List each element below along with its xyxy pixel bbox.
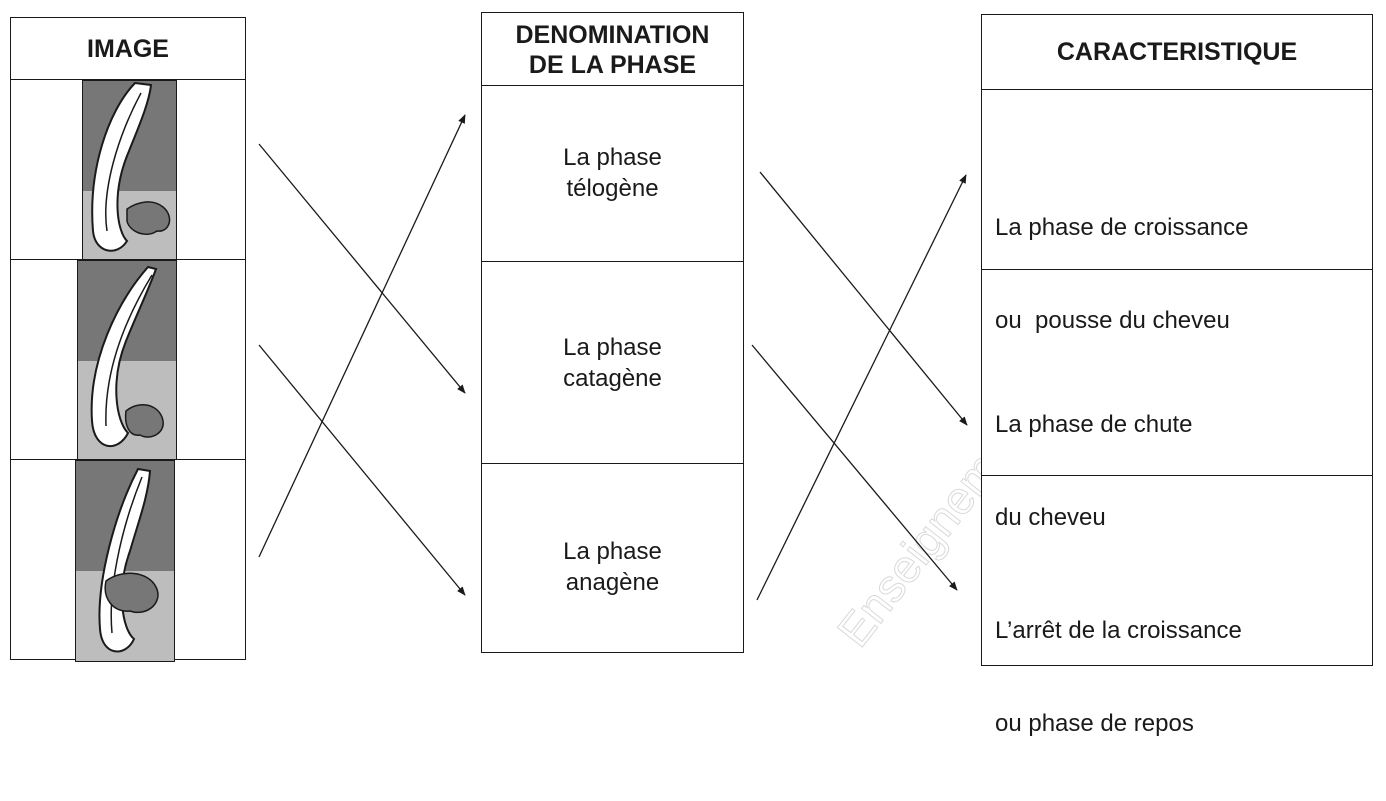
image-row-1	[11, 79, 245, 260]
arrow-catagene-to-repos	[751, 344, 958, 591]
image-column: IMAGE	[10, 17, 246, 662]
arrow-anagene-to-croissance	[756, 174, 967, 601]
arrow-image1-to-catagene	[258, 143, 466, 394]
caracteristique-header-text: CARACTERISTIQUE	[1056, 38, 1298, 66]
caracteristique-column: CARACTERISTIQUE La phase de croissance o…	[981, 14, 1373, 737]
phase-line2: télogène	[566, 175, 659, 202]
caracteristique-text: L’arrêt de la croissance ou phase de rep…	[995, 553, 1368, 801]
denomination-header-line1: DENOMINATION	[515, 21, 710, 49]
phase-line2: anagène	[565, 569, 660, 596]
caracteristique-row-3: L’arrêt de la croissance ou phase de rep…	[982, 475, 1372, 737]
caracteristique-line1: La phase de chute	[995, 411, 1193, 438]
caracteristique-text: La phase de croissance ou pousse du chev…	[995, 150, 1368, 398]
caracteristique-line2: ou phase de repos	[995, 710, 1194, 737]
denomination-header-text: DENOMINATION DE LA PHASE	[482, 13, 743, 85]
phase-row-catagene: La phase catagène	[482, 261, 743, 463]
hair-follicle-icon	[77, 260, 177, 460]
image-row-2	[11, 259, 245, 460]
hair-follicle-icon	[75, 460, 175, 662]
caracteristique-line1: L’arrêt de la croissance	[995, 617, 1242, 644]
arrow-image3-to-telogene	[258, 114, 466, 558]
denomination-header: DENOMINATION DE LA PHASE	[482, 13, 743, 85]
phase-text: La phase anagène	[482, 536, 743, 598]
image-header: IMAGE	[11, 18, 245, 79]
caracteristique-text: La phase de chute du cheveu	[995, 347, 1368, 595]
denomination-column: DENOMINATION DE LA PHASE La phase télogè…	[481, 12, 744, 653]
phase-row-telogene: La phase télogène	[482, 85, 743, 261]
phase-line2: catagène	[563, 365, 662, 392]
phase-text: La phase télogène	[482, 142, 743, 204]
arrow-image2-to-anagene	[258, 344, 466, 596]
phase-row-anagene: La phase anagène	[482, 463, 743, 654]
phase-line1: La phase	[563, 538, 662, 565]
caracteristique-line2: ou pousse du cheveu	[995, 307, 1230, 334]
image-header-text: IMAGE	[87, 34, 169, 63]
caracteristique-row-1: La phase de croissance ou pousse du chev…	[982, 89, 1372, 334]
caracteristique-line1: La phase de croissance	[995, 214, 1249, 241]
caracteristique-line2: du cheveu	[995, 504, 1106, 531]
phase-line1: La phase	[563, 144, 662, 171]
phase-text: La phase catagène	[482, 332, 743, 394]
caracteristique-header: CARACTERISTIQUE	[982, 15, 1372, 89]
image-row-3	[11, 459, 245, 662]
arrow-telogene-to-chute	[759, 171, 968, 426]
hair-follicle-icon	[82, 80, 177, 260]
denomination-header-line2: DE LA PHASE	[528, 51, 697, 79]
phase-line1: La phase	[563, 334, 662, 361]
caracteristique-row-2: La phase de chute du cheveu	[982, 269, 1372, 531]
